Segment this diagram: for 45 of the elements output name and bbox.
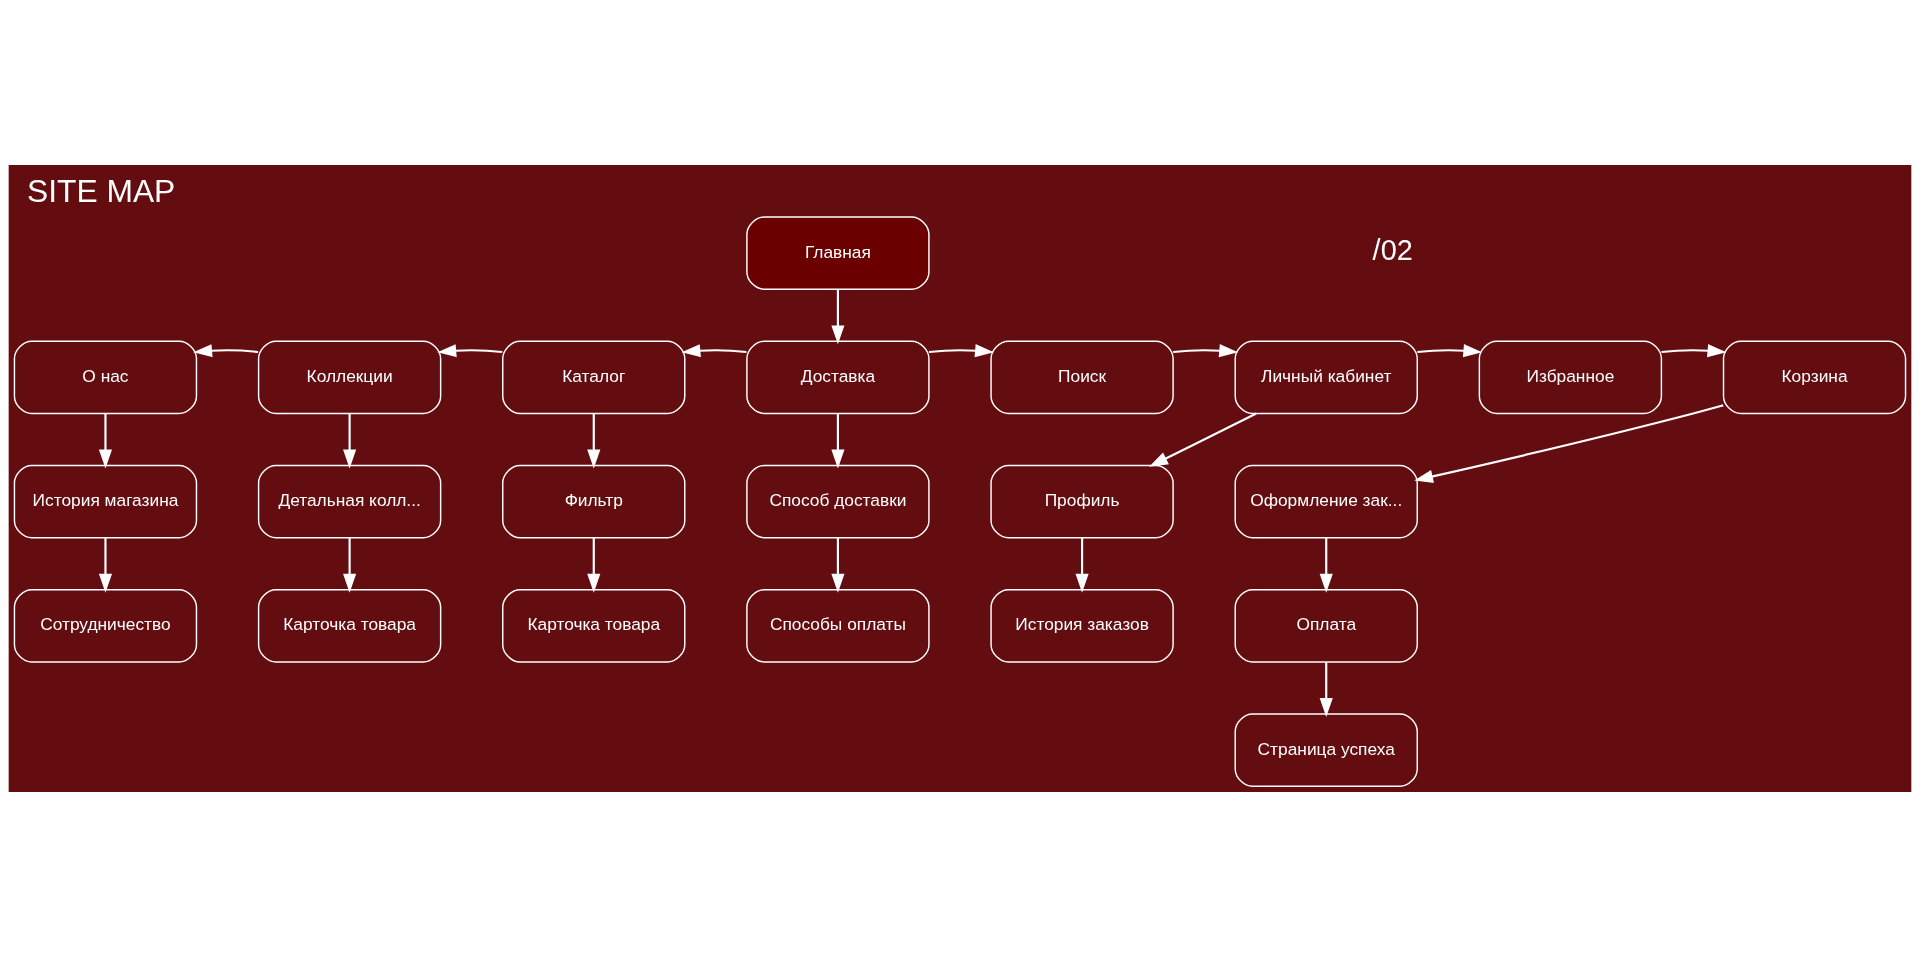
arrow: [1173, 344, 1239, 358]
arrow: [343, 413, 357, 469]
arrow: [1661, 344, 1727, 358]
arrow: [98, 538, 113, 593]
node-box: Личный кабинет: [1234, 340, 1418, 415]
arrow: [1075, 538, 1089, 593]
arrow: [1319, 538, 1333, 593]
node-box: Каталог: [502, 340, 686, 415]
arrow: [831, 289, 845, 345]
label: /02: [1372, 234, 1413, 267]
node-box: Детальная колл...: [257, 464, 442, 539]
node-box: История магазина: [13, 464, 198, 539]
arrow: [343, 538, 357, 593]
node-box: Карточка товара: [257, 589, 442, 663]
node-box: Оформление зак...: [1234, 464, 1418, 539]
node-box: История заказов: [990, 589, 1174, 663]
node-box: Главная: [746, 216, 930, 290]
arrow: [1414, 404, 1724, 483]
node-box: Способ доставки: [746, 464, 930, 539]
arrow: [1149, 412, 1257, 467]
arrow: [928, 344, 994, 358]
arrow: [1319, 662, 1333, 717]
arrow: [831, 413, 845, 469]
arrow: [831, 538, 845, 593]
node-box: Корзина: [1722, 340, 1907, 415]
arrow: [681, 344, 747, 358]
arrow: [98, 413, 113, 469]
node-box: Избранное: [1478, 340, 1663, 415]
node-box: Оплата: [1234, 589, 1418, 663]
node-box: Сотрудничество: [13, 589, 198, 663]
diagram-title: SITE MAP: [26, 172, 176, 209]
node-box: Фильтр: [502, 464, 686, 539]
arrow: [587, 413, 601, 469]
node-box: Поиск: [990, 340, 1174, 415]
node-box: Страница успеха: [1234, 713, 1418, 787]
node-box: Способы оплаты: [746, 589, 930, 663]
node-box: Карточка товара: [502, 589, 686, 663]
node-box: Коллекции: [257, 340, 442, 415]
node-box: Доставка: [746, 340, 930, 415]
arrow: [1417, 344, 1483, 358]
arrow: [587, 538, 601, 593]
node-box: О нас: [13, 340, 198, 415]
arrow: [437, 344, 503, 358]
node-box: Профиль: [990, 464, 1174, 539]
arrow: [193, 344, 259, 358]
